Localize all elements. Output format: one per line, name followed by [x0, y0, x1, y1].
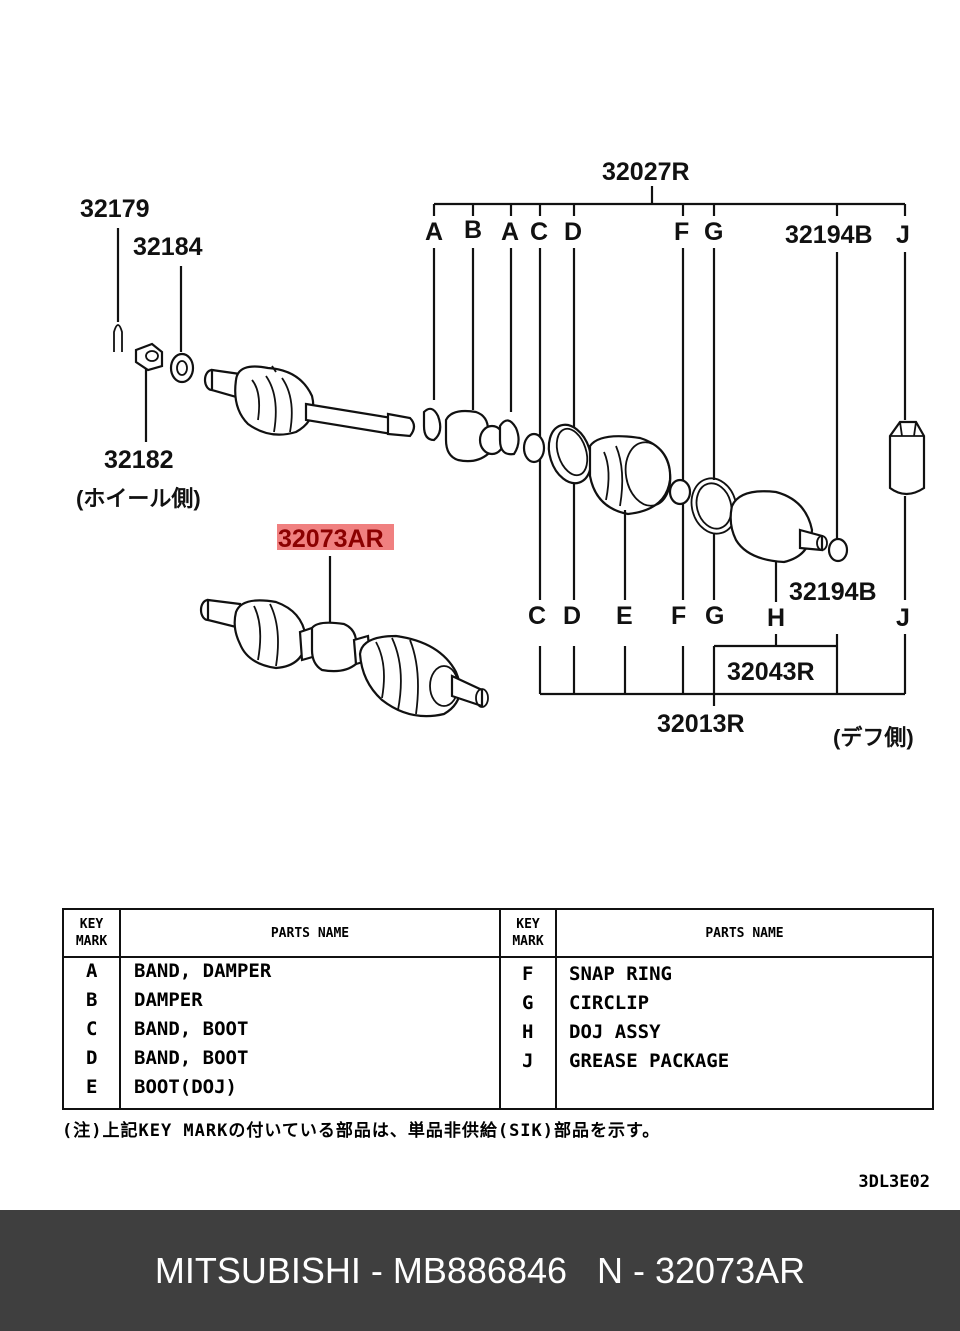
band-damper-a2-shape: [498, 419, 520, 456]
legend-part-name: BAND, BOOT: [134, 1047, 249, 1069]
label-32184: 32184: [133, 233, 203, 261]
parts-legend-table: KEY MARK PARTS NAME KEY MARK PARTS NAME …: [62, 908, 934, 1110]
label-32182: 32182: [104, 446, 174, 474]
band-boot-c-shape: [522, 432, 546, 464]
label-32194b-bottom: 32194B: [789, 578, 877, 606]
key-letter-bottom: F: [671, 602, 686, 630]
label-32073ar-highlighted: 32073AR: [278, 525, 384, 553]
legend-mark: G: [522, 992, 534, 1014]
key-letter-bottom: C: [528, 602, 546, 630]
legend-mark: H: [522, 1021, 534, 1043]
label-32179: 32179: [80, 195, 150, 223]
legend-mark: F: [522, 963, 534, 985]
exploded-parts-diagram: 32027R A B A C D F G 32194B J 32179 3218…: [76, 158, 926, 750]
hub-nut-shape: [134, 342, 164, 372]
footer-bar: MITSUBISHI - MB886846 N - 32073AR: [0, 1210, 960, 1331]
footer-part-number: MITSUBISHI - MB886846 N - 32073AR: [154, 1249, 806, 1291]
label-diff-side: (デフ側): [833, 725, 914, 750]
assembled-drive-shaft: [199, 598, 489, 718]
legend-mark: B: [86, 989, 98, 1011]
legend-part-name: DAMPER: [134, 989, 203, 1011]
label-32027r: 32027R: [602, 158, 690, 186]
key-letter-bottom: J: [896, 604, 910, 632]
snap-ring-f-shape: [668, 478, 692, 506]
legend-footnote: (注)上記KEY MARKの付いている部品は、単品非供給(SIK)部品を示す。: [62, 1121, 661, 1141]
key-letter-top: B: [464, 216, 482, 244]
legend-header-key-text: KEY MARK: [512, 917, 544, 949]
key-letter-top: G: [704, 218, 723, 246]
label-32194b-top: 32194B: [785, 221, 873, 249]
key-letter-top: A: [501, 218, 519, 246]
legend-part-name: DOJ ASSY: [569, 1021, 661, 1043]
band-damper-a1-shape: [422, 407, 442, 442]
diagram-code: 3DL3E02: [858, 1172, 930, 1192]
legend-header-name-right: PARTS NAME: [557, 910, 932, 958]
doj-assy-h-shape: [729, 490, 814, 564]
washer-shape: [169, 352, 195, 384]
legend-mark: D: [86, 1047, 98, 1069]
legend-part-name: BAND, BOOT: [134, 1018, 249, 1040]
label-wheel-side: (ホイール側): [76, 486, 201, 511]
label-32043r: 32043R: [727, 658, 815, 686]
key-letter-top: A: [425, 218, 443, 246]
key-letter-bottom: D: [563, 602, 581, 630]
key-letter-bottom: E: [616, 602, 633, 630]
key-letter-top: C: [530, 218, 548, 246]
highlight-box: [277, 524, 394, 550]
cotter-pin-shape: [113, 324, 123, 352]
legend-mark: E: [86, 1076, 98, 1098]
key-letter-bottom: G: [705, 602, 724, 630]
legend-part-name: SNAP RING: [569, 963, 672, 985]
legend-header-name-text: PARTS NAME: [705, 925, 784, 941]
legend-part-name: BAND, DAMPER: [134, 960, 272, 982]
legend-header-key-right: KEY MARK: [501, 910, 555, 958]
drive-shaft-shape: [304, 402, 394, 436]
legend-part-name: CIRCLIP: [569, 992, 650, 1014]
legend-header-key-text: KEY MARK: [75, 917, 108, 949]
legend-part-name: BOOT(DOJ): [134, 1076, 237, 1098]
key-letter-bottom: H: [767, 604, 785, 632]
grease-package-j-shape: [888, 420, 926, 496]
legend-header-name-text: PARTS NAME: [270, 925, 350, 941]
legend-header-name-left: PARTS NAME: [121, 910, 499, 958]
legend-mark: A: [86, 960, 98, 982]
legend-header-key-left: KEY MARK: [64, 910, 119, 958]
key-letter-top: D: [564, 218, 582, 246]
key-letter-top: F: [674, 218, 689, 246]
ring-32194b-shape: [827, 537, 849, 563]
legend-mark: C: [86, 1018, 98, 1040]
key-letter-top: J: [896, 221, 910, 249]
label-32013r: 32013R: [657, 710, 745, 738]
legend-mark: J: [522, 1050, 534, 1072]
legend-part-name: GREASE PACKAGE: [569, 1050, 730, 1072]
